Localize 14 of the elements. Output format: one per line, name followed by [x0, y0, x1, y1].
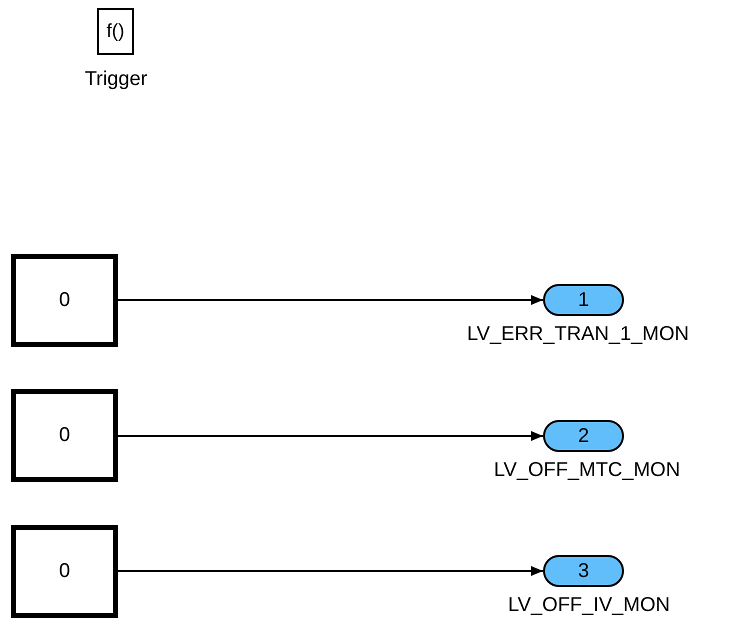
constant-block: 0 — [11, 254, 118, 347]
constant-block: 0 — [11, 389, 118, 482]
outport-block: 1 — [543, 284, 624, 316]
signal-arrow — [118, 295, 543, 305]
function-call-block: f() — [97, 8, 134, 55]
block-name: Trigger — [84, 68, 148, 91]
constant-block: 0 — [11, 525, 118, 618]
block-name: LV_OFF_IV_MON — [508, 594, 670, 617]
outport-block: 3 — [543, 555, 624, 587]
outport-block: 2 — [543, 420, 624, 452]
signal-arrow — [118, 566, 543, 576]
signal-arrow — [118, 431, 543, 441]
block-name: LV_ERR_TRAN_1_MON — [467, 323, 689, 346]
block-name: LV_OFF_MTC_MON — [494, 459, 680, 482]
